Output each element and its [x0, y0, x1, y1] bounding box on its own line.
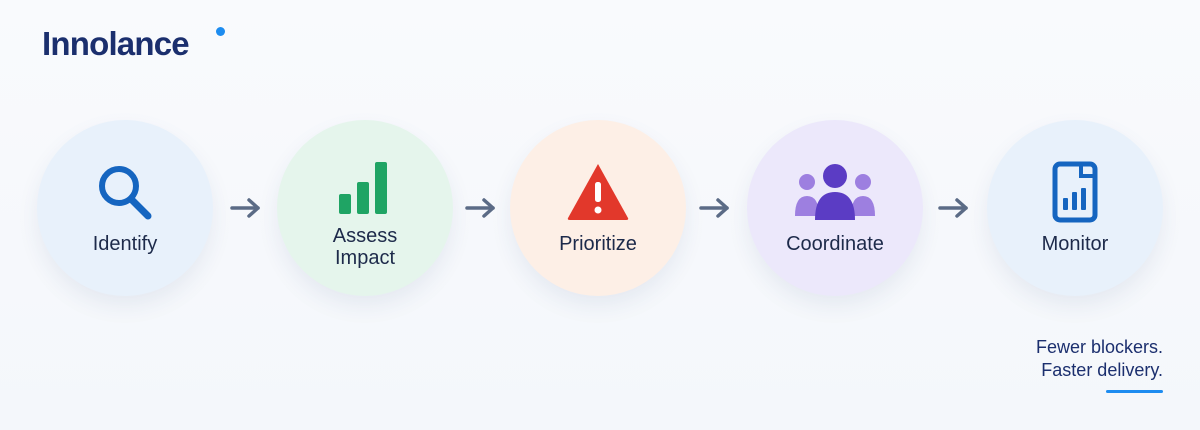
bar-chart-icon — [333, 156, 397, 220]
arrow-right-icon — [697, 196, 733, 220]
warning-icon — [566, 160, 630, 224]
logo-accent-dot — [216, 27, 225, 36]
step-coordinate: Coordinate — [747, 120, 923, 296]
magnifier-icon — [93, 160, 157, 224]
arrow-right-icon — [463, 196, 499, 220]
tagline-underline — [1106, 390, 1163, 393]
tagline-line2: Faster delivery. — [1041, 360, 1163, 380]
brand-logo: Innolance — [42, 25, 190, 62]
arrow-right-icon — [228, 196, 264, 220]
tagline-line1: Fewer blockers. — [1035, 337, 1163, 357]
step-monitor: Monitor — [987, 120, 1163, 296]
arrow-right-icon — [936, 196, 972, 220]
team-icon — [793, 160, 877, 224]
step-label: Monitor — [1041, 233, 1109, 255]
report-icon — [1043, 160, 1107, 224]
step-prioritize: Prioritize — [510, 120, 686, 296]
step-identify: Identify — [37, 120, 213, 296]
step-label: Identify — [92, 233, 158, 255]
tagline: Fewer blockers. Faster delivery. — [1036, 336, 1163, 382]
step-label: Coordinate — [786, 233, 884, 255]
step-label: Prioritize — [559, 233, 637, 255]
